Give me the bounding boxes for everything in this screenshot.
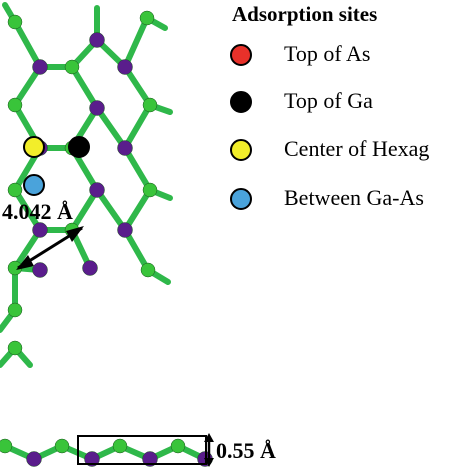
ga-atom [112,438,128,454]
as-atom [142,451,158,467]
as-atom [26,451,42,467]
legend-label: Top of Ga [284,88,373,113]
arrowhead-icon [204,458,214,467]
as-atom [32,222,48,238]
ga-atom [140,262,156,278]
arrowhead-icon [204,433,214,442]
as-atom [89,100,105,116]
ga-atom [142,97,158,113]
ga-as-bond [69,187,100,233]
as-atom [117,140,133,156]
ga-as-bond [94,105,128,151]
as-atom [32,59,48,75]
red-dot-icon [230,44,252,66]
ga-atom [7,14,23,30]
lattice-constant-label: 4.042 Å [2,199,73,224]
ga-as-bond [122,145,153,193]
as-atom [89,32,105,48]
buckling-height-label: 0.55 Å [216,438,276,463]
as-atom [82,260,98,276]
ga-as-bond [122,15,150,70]
as-atom [89,182,105,198]
as-atom [84,451,100,467]
site-top-of-ga [68,136,90,158]
ga-atom [139,10,155,26]
site-center-of-hexagon [23,136,45,158]
ga-as-bond [12,19,43,70]
ga-atom [7,182,23,198]
legend-label: Top of As [284,41,371,66]
as-atom [117,222,133,238]
ga-atom [142,182,158,198]
buckling-box [77,435,207,465]
legend-label: Center of Hexag [284,136,430,161]
ga-as-bond [69,64,100,111]
ga-atom [7,97,23,113]
ga-atom [7,340,23,356]
ga-as-bond [122,187,153,233]
ga-as-bond [122,102,153,151]
as-atom [117,59,133,75]
arrowhead-icon [16,255,34,270]
ga-atom [7,302,23,318]
blue-dot-icon [230,188,252,210]
ga-as-bond [12,187,43,233]
ga-as-bond [94,187,128,233]
ga-atom [0,438,13,454]
legend-label: Between Ga-As [284,185,424,210]
legend-title: Adsorption sites [232,2,378,26]
ga-atom [64,59,80,75]
site-between-ga-as [23,174,45,196]
black-dot-icon [230,91,252,113]
arrowhead-icon [66,226,84,242]
ga-atom [54,438,70,454]
yellow-dot-icon [230,139,252,161]
as-atom [32,262,48,278]
ga-atom [170,438,186,454]
